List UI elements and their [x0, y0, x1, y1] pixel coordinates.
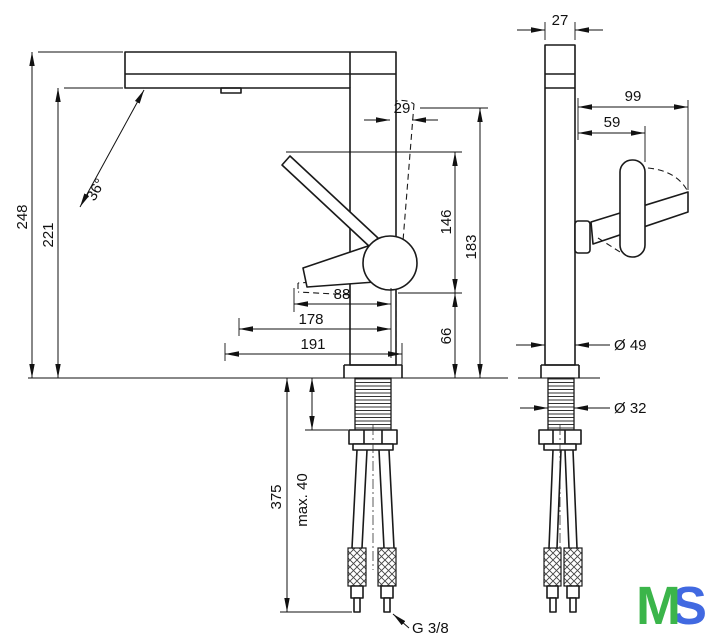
base-front	[343, 364, 403, 378]
aerator	[220, 87, 242, 94]
dim-66: 66	[438, 328, 455, 345]
base-side	[540, 364, 580, 378]
spout-and-body-front	[124, 51, 397, 366]
supply-hoses-front	[351, 449, 395, 549]
dim-max-thickness: max. 40	[294, 473, 311, 526]
body-side	[544, 44, 576, 366]
dim-191: 191	[300, 336, 325, 353]
dim-base-diameter: Ø 49	[614, 337, 647, 354]
logo-letter-s: S	[670, 576, 707, 636]
dim-lever-angle: 36°	[83, 176, 109, 204]
dim-body-depth: 27	[552, 12, 569, 29]
hose-connector-left	[353, 597, 361, 613]
dim-connection-thread: G 3/8	[412, 620, 449, 637]
dim-overall-height: 248	[14, 204, 31, 229]
mounting-side	[538, 377, 583, 613]
dim-lever-reach-99: 99	[625, 88, 642, 105]
lever-grip-side	[619, 159, 646, 258]
dim-lever-reach-59: 59	[604, 114, 621, 131]
mounting-front	[347, 377, 398, 613]
dim-spout-height: 221	[40, 222, 57, 247]
hose-connector-right	[383, 597, 391, 613]
dimensions-side: 27 99 59 Ø 49 Ø 32	[516, 12, 689, 417]
lever-side	[574, 159, 689, 258]
front-view	[124, 51, 418, 613]
threaded-shank-front	[354, 377, 392, 431]
logo-letter-m: M	[636, 576, 681, 636]
dim-shank-diameter: Ø 32	[614, 400, 647, 417]
dimensions-front: 248 221 36° 29 183 146 66 88 178 1	[14, 51, 508, 637]
logo: MS	[636, 576, 707, 636]
dim-146: 146	[438, 209, 455, 234]
dim-178: 178	[298, 311, 323, 328]
lever-pivot	[362, 235, 418, 291]
supply-hoses-side	[548, 449, 578, 549]
dim-lever-width: 29	[394, 100, 411, 117]
side-view	[538, 44, 689, 613]
lever-front	[281, 155, 418, 291]
dim-88: 88	[334, 286, 351, 303]
dim-hose-length: 375	[268, 484, 285, 509]
threaded-shank-side	[547, 377, 575, 431]
dim-183: 183	[463, 234, 480, 259]
